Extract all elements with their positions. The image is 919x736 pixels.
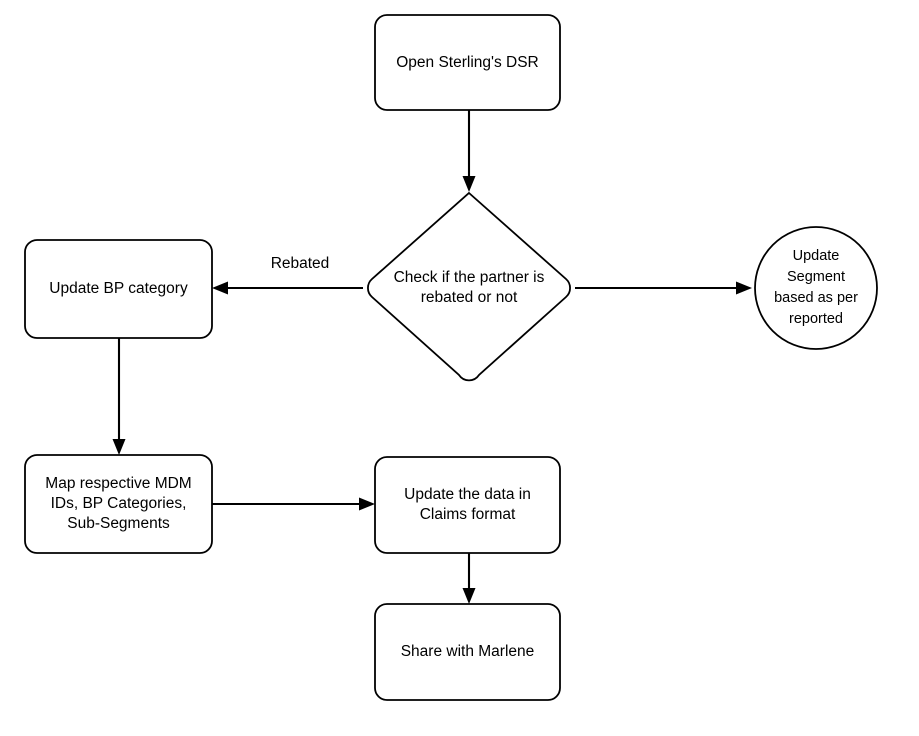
arrow-head-icon bbox=[462, 588, 476, 604]
node-check-rebated[interactable] bbox=[367, 191, 571, 382]
arrow-head-icon bbox=[212, 281, 228, 295]
node-update-segment[interactable] bbox=[754, 226, 878, 350]
edge-update-bp-category-to-map-mdm bbox=[112, 338, 126, 455]
node-share-marlene[interactable] bbox=[374, 603, 561, 701]
arrow-head-icon bbox=[112, 439, 126, 455]
node-update-bp-category[interactable] bbox=[24, 239, 213, 339]
node-map-mdm[interactable] bbox=[24, 454, 213, 554]
node-open-dsr[interactable] bbox=[374, 14, 561, 111]
arrow-head-icon bbox=[359, 497, 375, 511]
arrow-head-icon bbox=[736, 281, 752, 295]
edge-check-rebated-to-update-segment bbox=[575, 281, 752, 295]
edge-update-claims-to-share-marlene bbox=[462, 553, 476, 604]
node-update-claims[interactable] bbox=[374, 456, 561, 554]
arrow-head-icon bbox=[462, 176, 476, 192]
edge-open-dsr-to-check-rebated bbox=[462, 110, 476, 192]
edge-check-rebated-to-update-bp-category bbox=[212, 281, 363, 295]
edge-label-rebated: Rebated bbox=[270, 255, 330, 272]
edge-map-mdm-to-update-claims bbox=[212, 497, 375, 511]
